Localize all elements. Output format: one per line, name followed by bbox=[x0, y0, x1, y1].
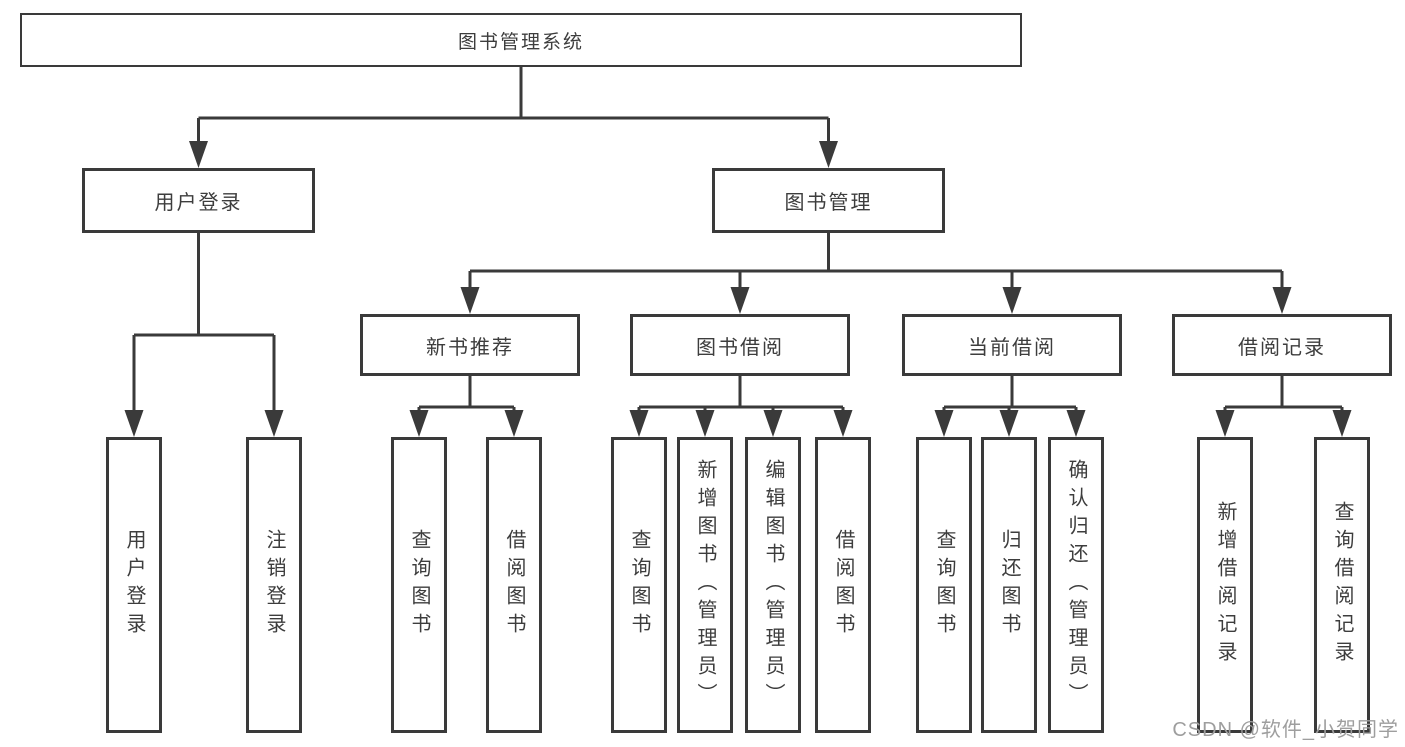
arrow-nb-leaf2 bbox=[504, 410, 524, 437]
arrow-leaf-logout bbox=[264, 410, 284, 437]
leaf-current-return-books: 归还图书 bbox=[981, 437, 1037, 733]
arrow-bb-leaf2 bbox=[695, 410, 715, 437]
leaf-logout: 注销登录 bbox=[246, 437, 302, 733]
arrow-current bbox=[1002, 287, 1022, 314]
arrow-cb-leaf2 bbox=[999, 410, 1019, 437]
arrow-bb-leaf1 bbox=[629, 410, 649, 437]
node-book-borrowing: 图书借阅 bbox=[630, 314, 850, 376]
node-root-library-system: 图书管理系统 bbox=[20, 13, 1022, 67]
arrow-br-leaf1 bbox=[1215, 410, 1235, 437]
arrow-newbook bbox=[460, 287, 480, 314]
node-borrowing-records: 借阅记录 bbox=[1172, 314, 1392, 376]
leaf-newbook-query-books: 查询图书 bbox=[391, 437, 447, 733]
leaf-records-add-record: 新增借阅记录 bbox=[1197, 437, 1253, 733]
arrow-user-login bbox=[189, 141, 208, 168]
leaf-newbook-borrow-books: 借阅图书 bbox=[486, 437, 542, 733]
leaf-user-login: 用户登录 bbox=[106, 437, 162, 733]
node-user-login: 用户登录 bbox=[82, 168, 315, 233]
arrow-records bbox=[1272, 287, 1292, 314]
node-book-management: 图书管理 bbox=[712, 168, 945, 233]
arrow-bb-leaf4 bbox=[833, 410, 853, 437]
arrow-leaf-login bbox=[124, 410, 144, 437]
leaf-borrowing-query-books: 查询图书 bbox=[611, 437, 667, 733]
arrow-cb-leaf1 bbox=[934, 410, 954, 437]
arrow-book-mgmt bbox=[819, 141, 838, 168]
arrow-br-leaf2 bbox=[1332, 410, 1352, 437]
arrowheads bbox=[124, 141, 1352, 437]
leaf-borrowing-borrow-books: 借阅图书 bbox=[815, 437, 871, 733]
arrow-nb-leaf1 bbox=[409, 410, 429, 437]
leaf-current-confirm-return-admin: 确认归还（管理员） bbox=[1048, 437, 1104, 733]
leaf-borrowing-edit-books-admin: 编辑图书（管理员） bbox=[745, 437, 801, 733]
leaf-borrowing-add-books-admin: 新增图书（管理员） bbox=[677, 437, 733, 733]
arrow-borrowing bbox=[730, 287, 750, 314]
arrow-cb-leaf3 bbox=[1066, 410, 1086, 437]
node-current-borrowing: 当前借阅 bbox=[902, 314, 1122, 376]
leaf-current-query-books: 查询图书 bbox=[916, 437, 972, 733]
leaf-records-query-record: 查询借阅记录 bbox=[1314, 437, 1370, 733]
arrow-bb-leaf3 bbox=[763, 410, 783, 437]
node-new-book-recommend: 新书推荐 bbox=[360, 314, 580, 376]
csdn-watermark: CSDN @软件_小贺同学 bbox=[1172, 719, 1399, 741]
